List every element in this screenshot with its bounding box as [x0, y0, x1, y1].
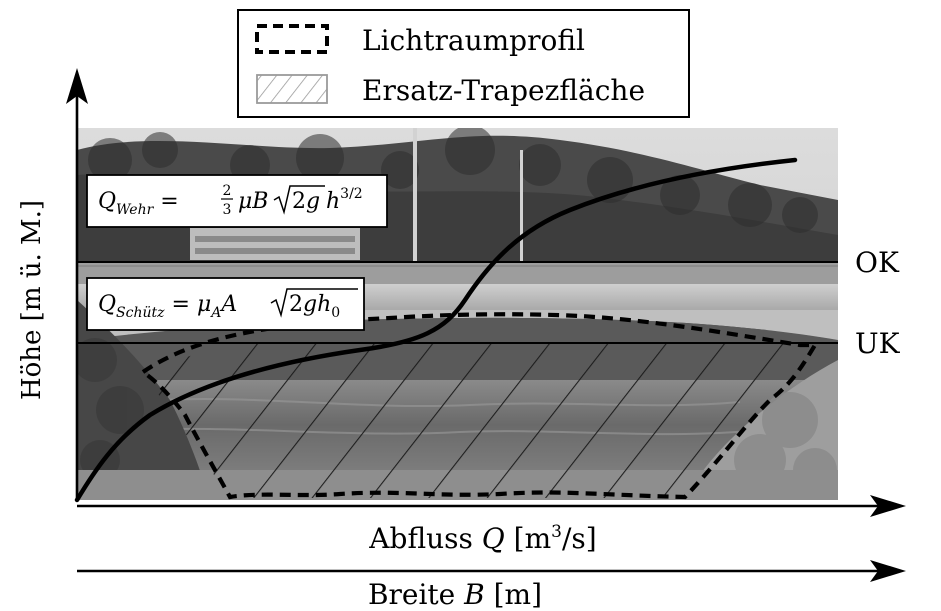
legend-swatch-dashed [255, 24, 329, 54]
label-upper-edge: OK [855, 246, 900, 279]
y-axis-arrowhead [66, 68, 88, 104]
svg-text:2gh0: 2gh0 [289, 292, 340, 321]
width-axis [77, 560, 906, 582]
legend-item-trapezoid: Ersatz-Trapezfläche [256, 74, 645, 107]
x-axis [77, 495, 906, 517]
x-axis-arrowhead [870, 495, 906, 517]
rating-curve [74, 157, 798, 503]
y-axis [66, 68, 88, 500]
legend-label-trapezoid: Ersatz-Trapezfläche [362, 74, 645, 107]
svg-text:μB: μB [238, 189, 268, 214]
weir-formula-box: QWehr = 2 3 μB 2g h3/2 [86, 174, 388, 228]
legend-label-clearance-profile: Lichtraumprofil [362, 24, 585, 57]
legend-item-clearance-profile: Lichtraumprofil [255, 24, 585, 57]
x-axis-label-width: Breite B [m] [368, 578, 542, 611]
svg-text:3: 3 [223, 202, 232, 218]
gate-formula-box: QSchütz = μAA 2gh0 [86, 277, 365, 331]
y-axis-label: Höhe [m ü. M.] [17, 200, 47, 400]
svg-text:2: 2 [223, 183, 232, 199]
svg-text:2g: 2g [292, 189, 320, 214]
legend: Lichtraumprofil Ersatz-Trapezfläche [237, 9, 690, 118]
x-axis-label-discharge: Abfluss Q [m3/s] [368, 522, 596, 555]
clearance-profile-outline [139, 312, 819, 500]
label-lower-edge: UK [855, 327, 901, 360]
legend-swatch-hatched [256, 74, 328, 104]
width-axis-arrowhead [870, 560, 906, 582]
replacement-trapezoid-area [143, 343, 815, 498]
